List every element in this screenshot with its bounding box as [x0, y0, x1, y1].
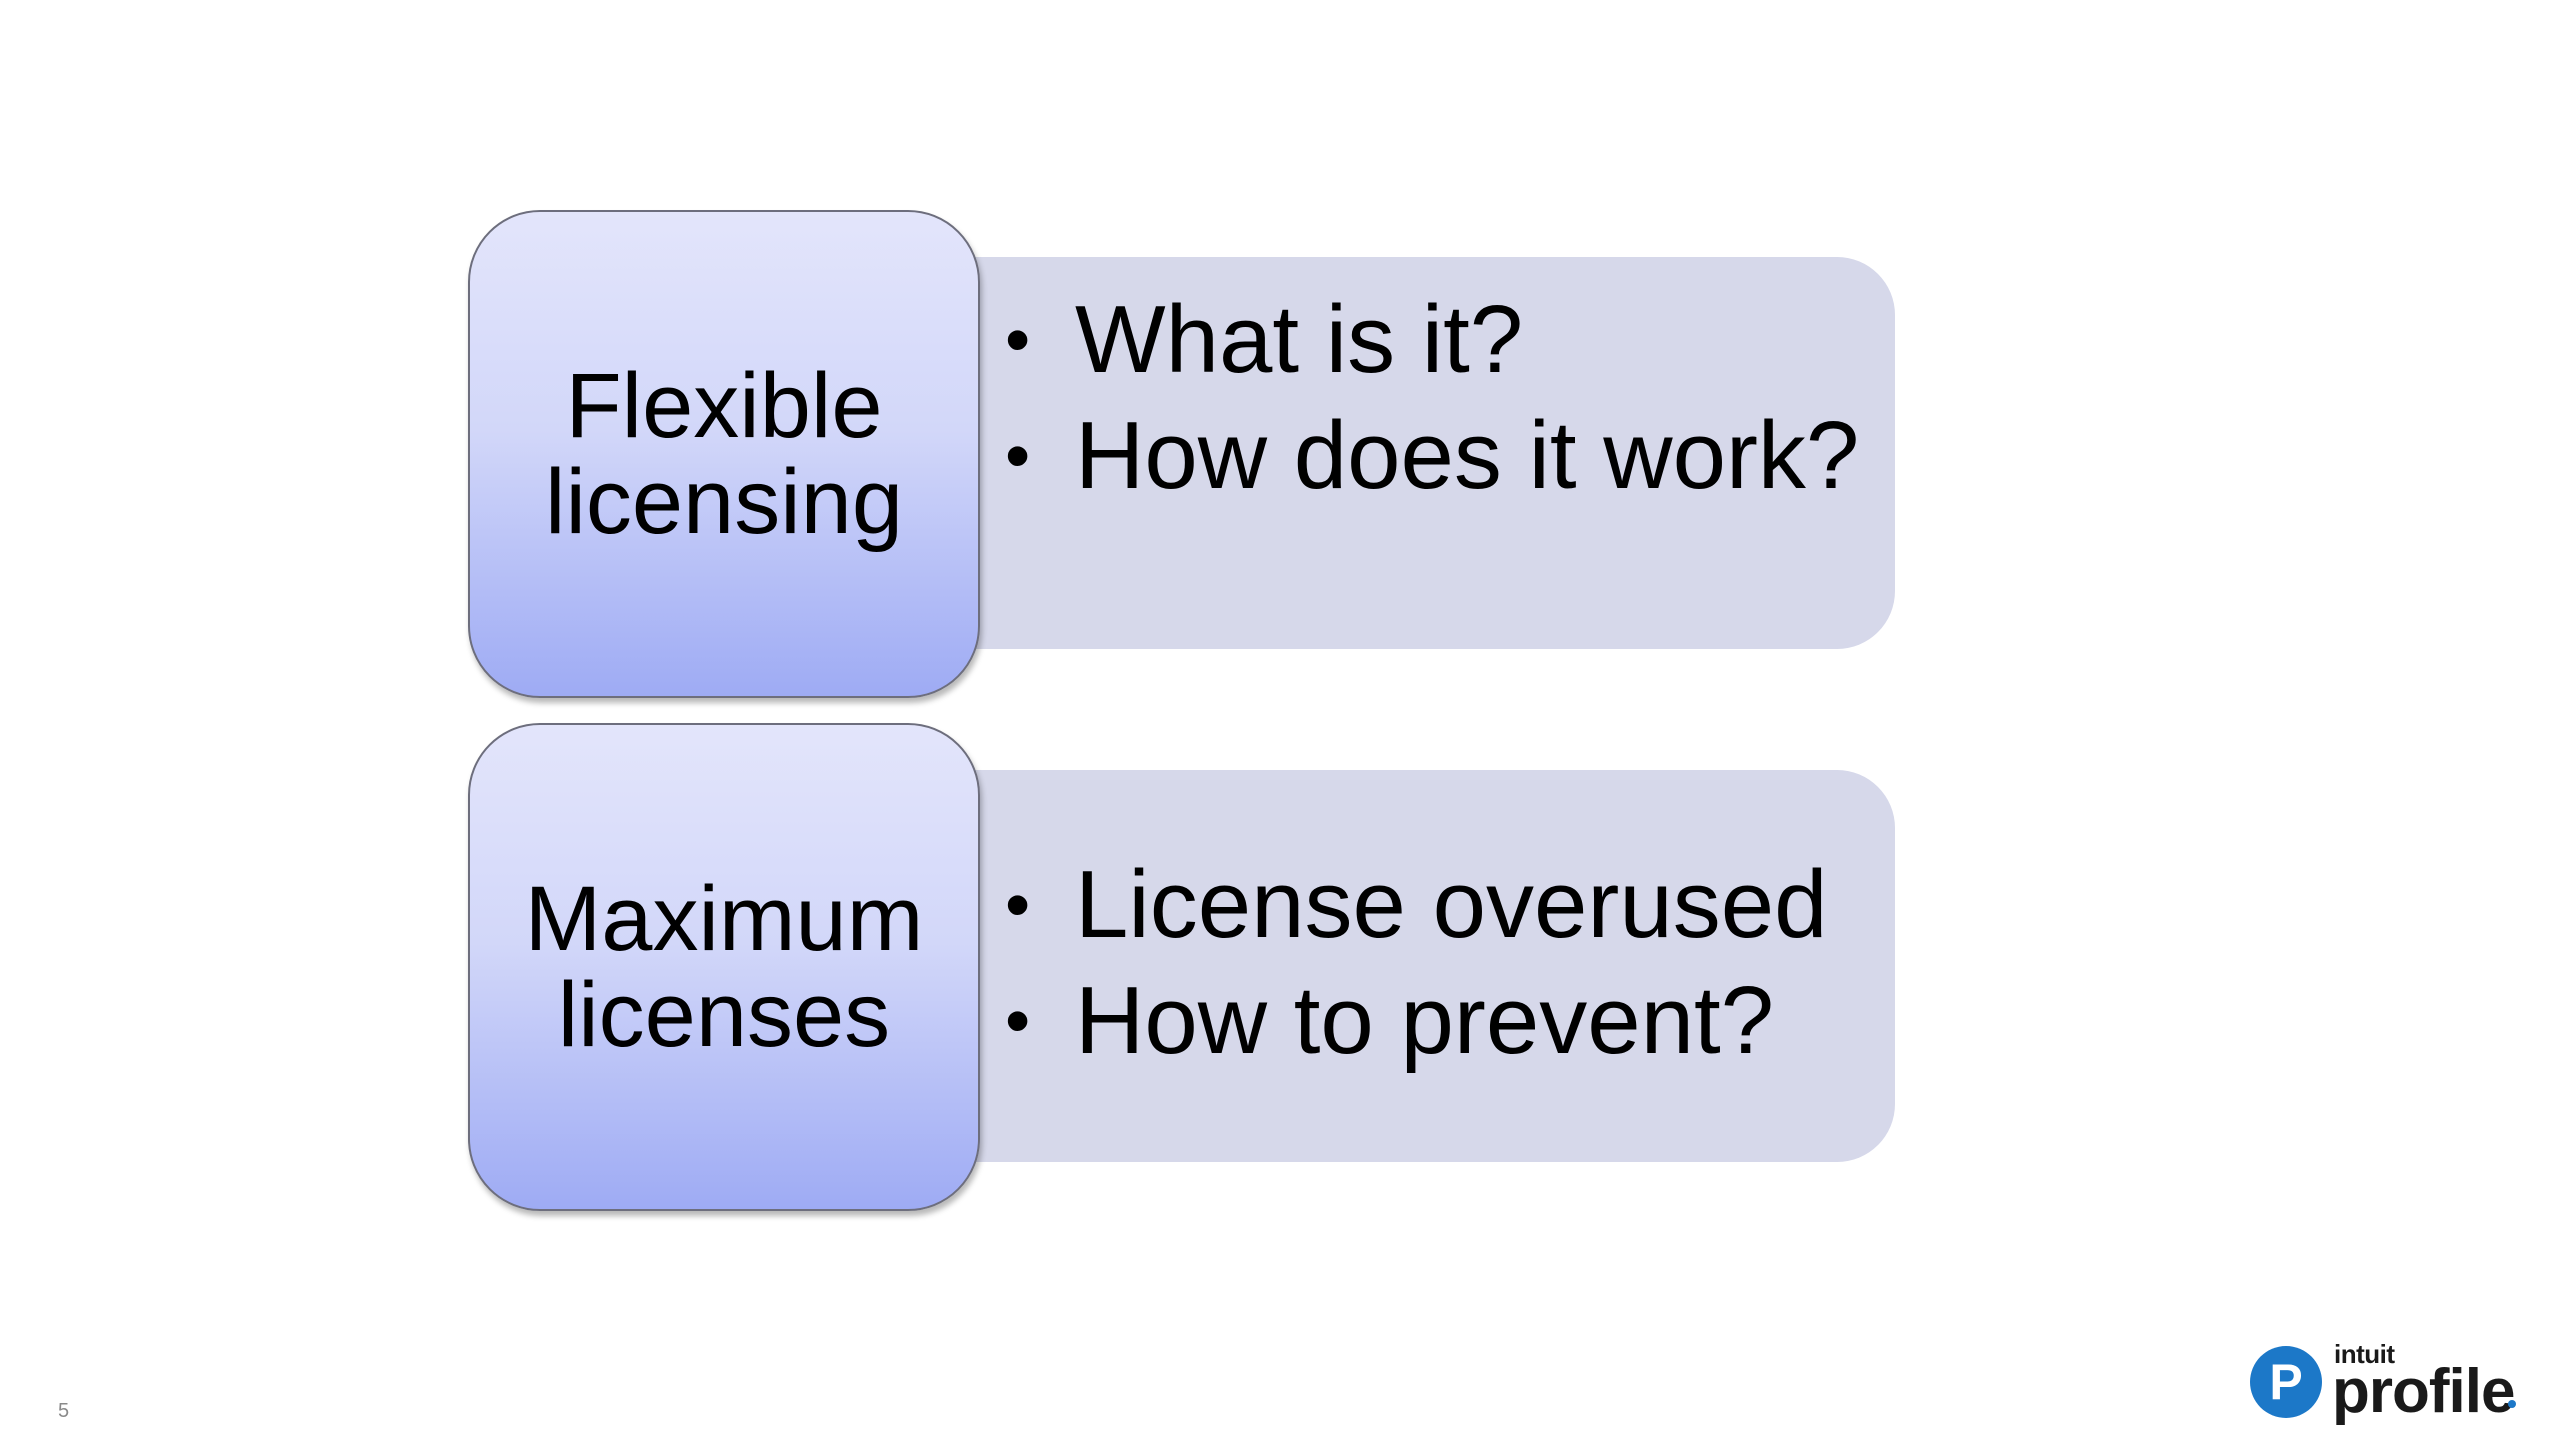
- bullet-panel: [880, 257, 1895, 649]
- bullet-text: What is it?: [1075, 286, 1524, 393]
- bullet-glyph: •: [1005, 416, 1031, 496]
- bullet-text: License overused: [1075, 851, 1828, 958]
- bullet-item: • How does it work?: [1005, 406, 1885, 506]
- bullet-glyph: •: [1005, 981, 1031, 1061]
- bullet-text: How does it work?: [1075, 402, 1860, 509]
- heading-label: Flexible licensing: [545, 355, 903, 553]
- heading-box: Flexible licensing: [468, 210, 980, 698]
- bullet-item: • What is it?: [1005, 290, 1885, 390]
- logo-badge-letter: P: [2269, 1354, 2303, 1410]
- bullet-panel: [880, 770, 1895, 1162]
- logo-brand-main: profile: [2332, 1357, 2515, 1426]
- bullet-glyph: •: [1005, 300, 1031, 380]
- logo-badge: P: [2250, 1346, 2322, 1418]
- logo-dot: [2508, 1400, 2516, 1408]
- bullet-item: • License overused: [1005, 855, 1885, 955]
- heading-box: Maximum licenses: [468, 723, 980, 1211]
- bullet-text: How to prevent?: [1075, 967, 1775, 1074]
- intuit-profile-logo-icon: P intuit profile: [2250, 1339, 2530, 1424]
- bullet-list: • License overused • How to prevent?: [1005, 855, 1885, 1087]
- logo-brand-small: intuit: [2334, 1339, 2395, 1369]
- bullet-list: • What is it? • How does it work?: [1005, 290, 1885, 522]
- slide-number: 5: [58, 1400, 70, 1422]
- bullet-glyph: •: [1005, 865, 1031, 945]
- heading-label: Maximum licenses: [524, 868, 924, 1066]
- bullet-item: • How to prevent?: [1005, 971, 1885, 1071]
